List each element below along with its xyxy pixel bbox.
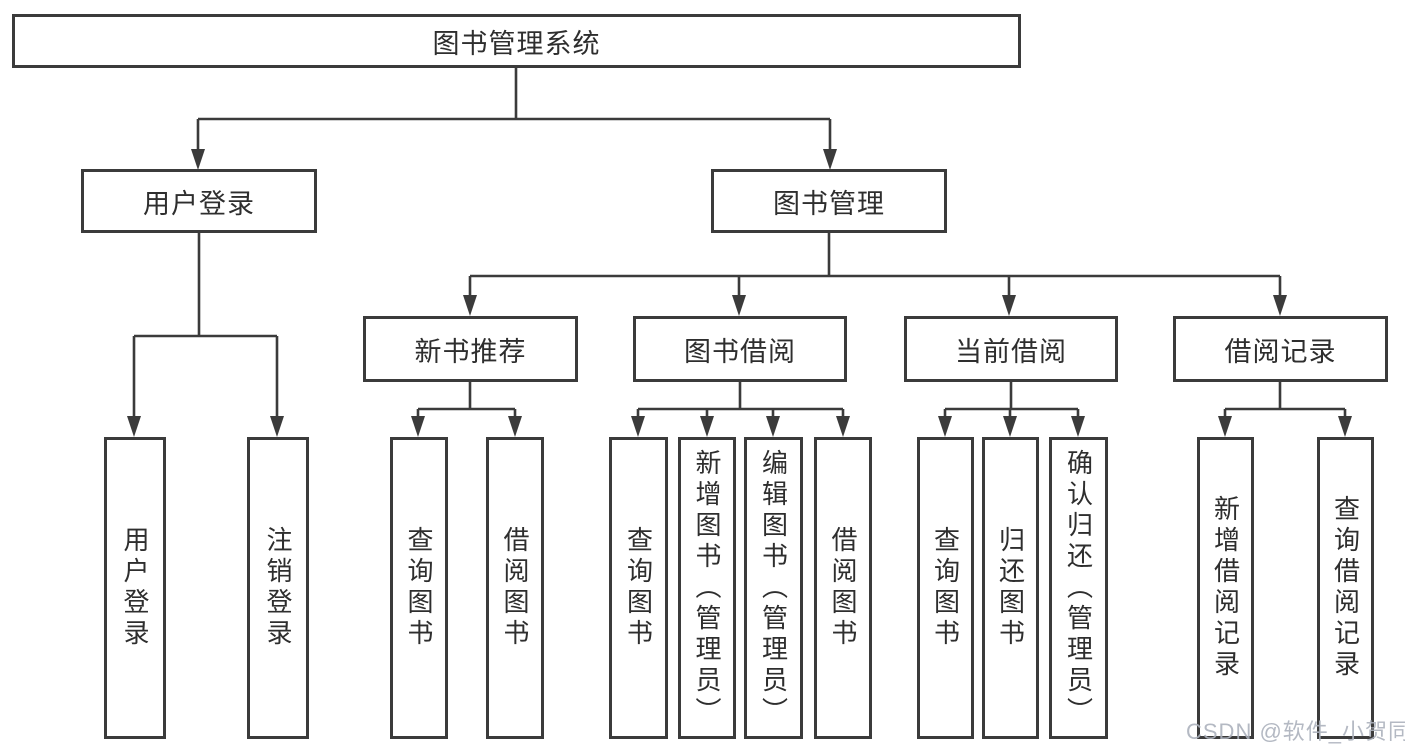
node-library-system: 图书管理系统: [12, 14, 1021, 68]
node-edit-book-admin: 编辑图书（管理员）: [744, 437, 803, 739]
node-label: 归还图书: [995, 526, 1026, 650]
node-label: 查询借阅记录: [1330, 495, 1361, 681]
node-leaf-logout: 注销登录: [247, 437, 309, 739]
node-query-books-recommend: 查询图书: [390, 437, 448, 739]
node-return-books: 归还图书: [982, 437, 1039, 739]
node-book-management: 图书管理: [711, 169, 947, 233]
csdn-watermark: CSDN @软件_小贺同学: [1186, 719, 1405, 744]
node-label: 确认归还（管理员）: [1063, 448, 1094, 728]
node-label: 查询图书: [623, 526, 654, 650]
node-label: 借阅图书: [500, 526, 530, 650]
node-label: 借阅记录: [1224, 336, 1337, 367]
node-label: 新增借阅记录: [1210, 495, 1241, 681]
node-label: 图书管理: [773, 188, 885, 219]
arrowhead-icons: [127, 149, 1352, 437]
node-label: 图书借阅: [684, 336, 796, 367]
node-label: 新书推荐: [414, 336, 527, 367]
node-query-books-borrow: 查询图书: [609, 437, 668, 739]
node-confirm-return-admin: 确认归还（管理员）: [1049, 437, 1108, 739]
node-label: 编辑图书（管理员）: [758, 448, 789, 728]
node-label: 查询图书: [930, 526, 961, 650]
node-query-books-current: 查询图书: [917, 437, 974, 739]
node-add-book-admin: 新增图书（管理员）: [678, 437, 736, 739]
node-label: 注销登录: [263, 526, 293, 650]
node-user-login: 用户登录: [81, 169, 317, 233]
node-add-borrow-record: 新增借阅记录: [1197, 437, 1254, 739]
node-label: 当前借阅: [955, 336, 1067, 367]
node-leaf-user-login: 用户登录: [104, 437, 166, 739]
node-query-borrow-record: 查询借阅记录: [1317, 437, 1374, 739]
node-new-book-recommend: 新书推荐: [363, 316, 578, 382]
node-borrow-books-recommend: 借阅图书: [486, 437, 544, 739]
node-label: 用户登录: [143, 188, 255, 219]
node-borrow-records: 借阅记录: [1173, 316, 1388, 382]
node-label: 新增图书（管理员）: [692, 448, 722, 728]
node-borrow-books: 借阅图书: [814, 437, 872, 739]
node-label: 图书管理系统: [432, 28, 601, 59]
node-current-borrow: 当前借阅: [904, 316, 1118, 382]
node-book-borrow: 图书借阅: [633, 316, 847, 382]
node-label: 借阅图书: [828, 526, 858, 650]
node-label: 用户登录: [120, 526, 150, 650]
node-label: 查询图书: [404, 526, 434, 650]
